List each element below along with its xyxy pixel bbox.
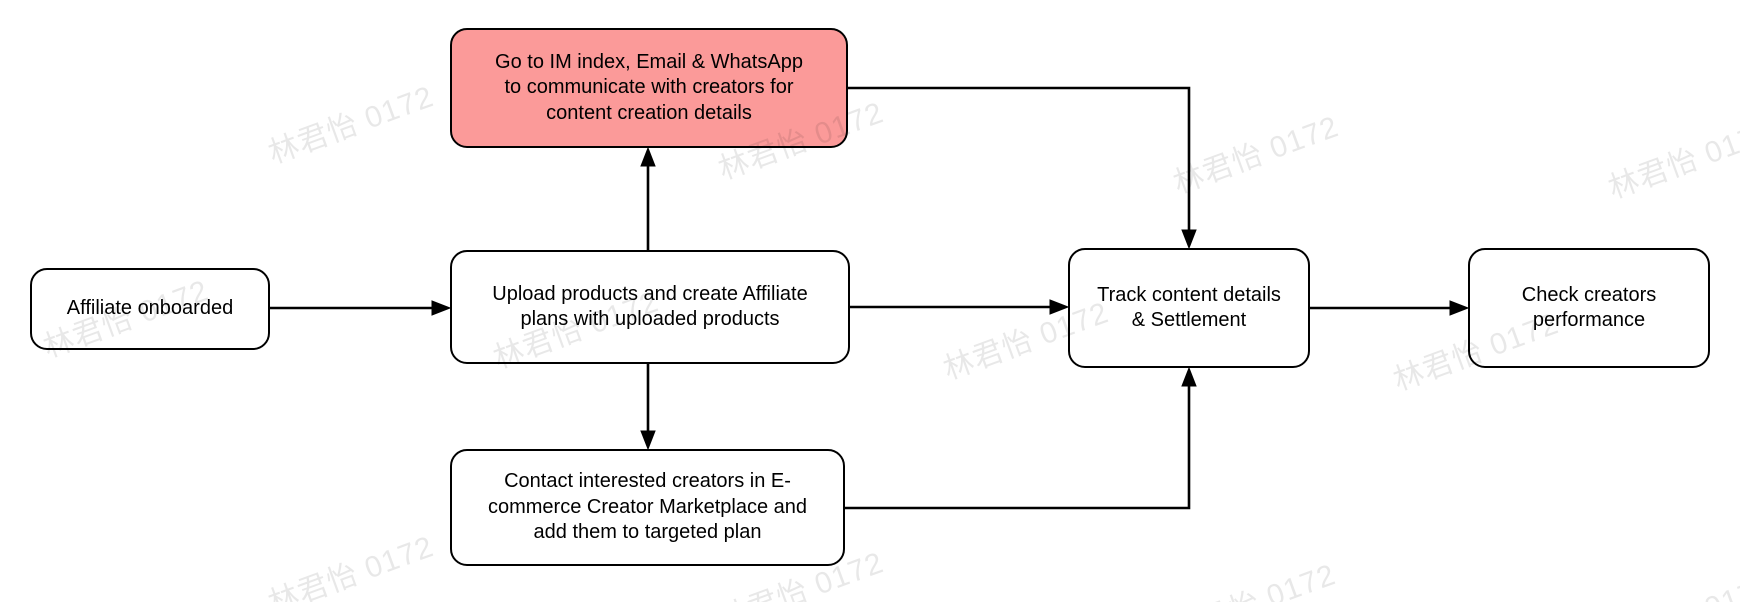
arrowhead <box>1049 299 1070 315</box>
node-affiliate-onboarded: Affiliate onboarded <box>30 268 270 350</box>
node-label: Affiliate onboarded <box>66 297 234 320</box>
node-upload-products: Upload products and create Affiliate pla… <box>450 250 850 364</box>
edge-upload-to-track <box>850 299 1070 315</box>
node-label: Contact interested creators in E- commer… <box>487 470 807 544</box>
edge-communicate-to-track <box>848 86 1197 250</box>
arrowhead <box>431 300 452 316</box>
node-label: Upload products and create Affiliate pla… <box>492 282 808 330</box>
arrowhead <box>640 146 656 167</box>
node-label: Check creators performance <box>1521 283 1657 331</box>
arrowhead <box>1449 300 1470 316</box>
node-check-performance: Check creators performance <box>1468 248 1710 368</box>
edge-affiliate-to-upload <box>270 300 452 316</box>
node-track-content: Track content details & Settlement <box>1068 248 1310 368</box>
node-contact-creators: Contact interested creators in E- commer… <box>450 449 845 566</box>
node-label: Track content details & Settlement <box>1097 283 1281 331</box>
arrowhead <box>1181 229 1197 250</box>
node-communicate-creators: Go to IM index, Email & WhatsApp to comm… <box>450 28 848 148</box>
arrowhead <box>1181 366 1197 387</box>
edge-upload-to-contact <box>640 364 656 451</box>
edge-track-to-check <box>1310 300 1470 316</box>
arrowhead <box>640 430 656 451</box>
edge-upload-to-communicate <box>640 146 656 250</box>
node-label: Go to IM index, Email & WhatsApp to comm… <box>495 50 803 124</box>
edge-contact-to-track <box>845 366 1197 510</box>
